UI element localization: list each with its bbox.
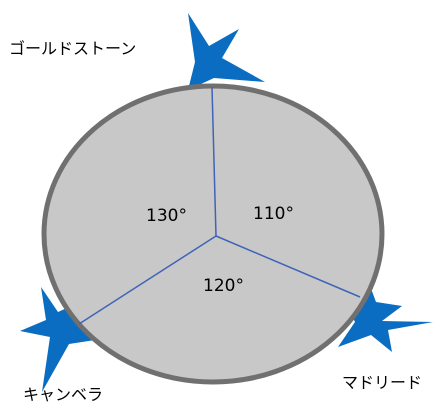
divider-top — [211, 86, 217, 237]
divider-left — [78, 235, 217, 325]
canberra-star-icon — [20, 287, 95, 392]
madrid-label: マドリード — [342, 373, 422, 392]
canberra-label: キャンベラ — [23, 385, 103, 404]
angle-label-left: 130° — [146, 206, 187, 226]
angle-label-bottom: 120° — [203, 276, 244, 296]
angle-label-right: 110° — [253, 204, 294, 224]
goldstone-label: ゴールドストーン — [9, 39, 136, 58]
orbit-circle — [41, 83, 385, 385]
goldstone-star-icon — [188, 13, 265, 90]
divider-right — [215, 235, 361, 298]
